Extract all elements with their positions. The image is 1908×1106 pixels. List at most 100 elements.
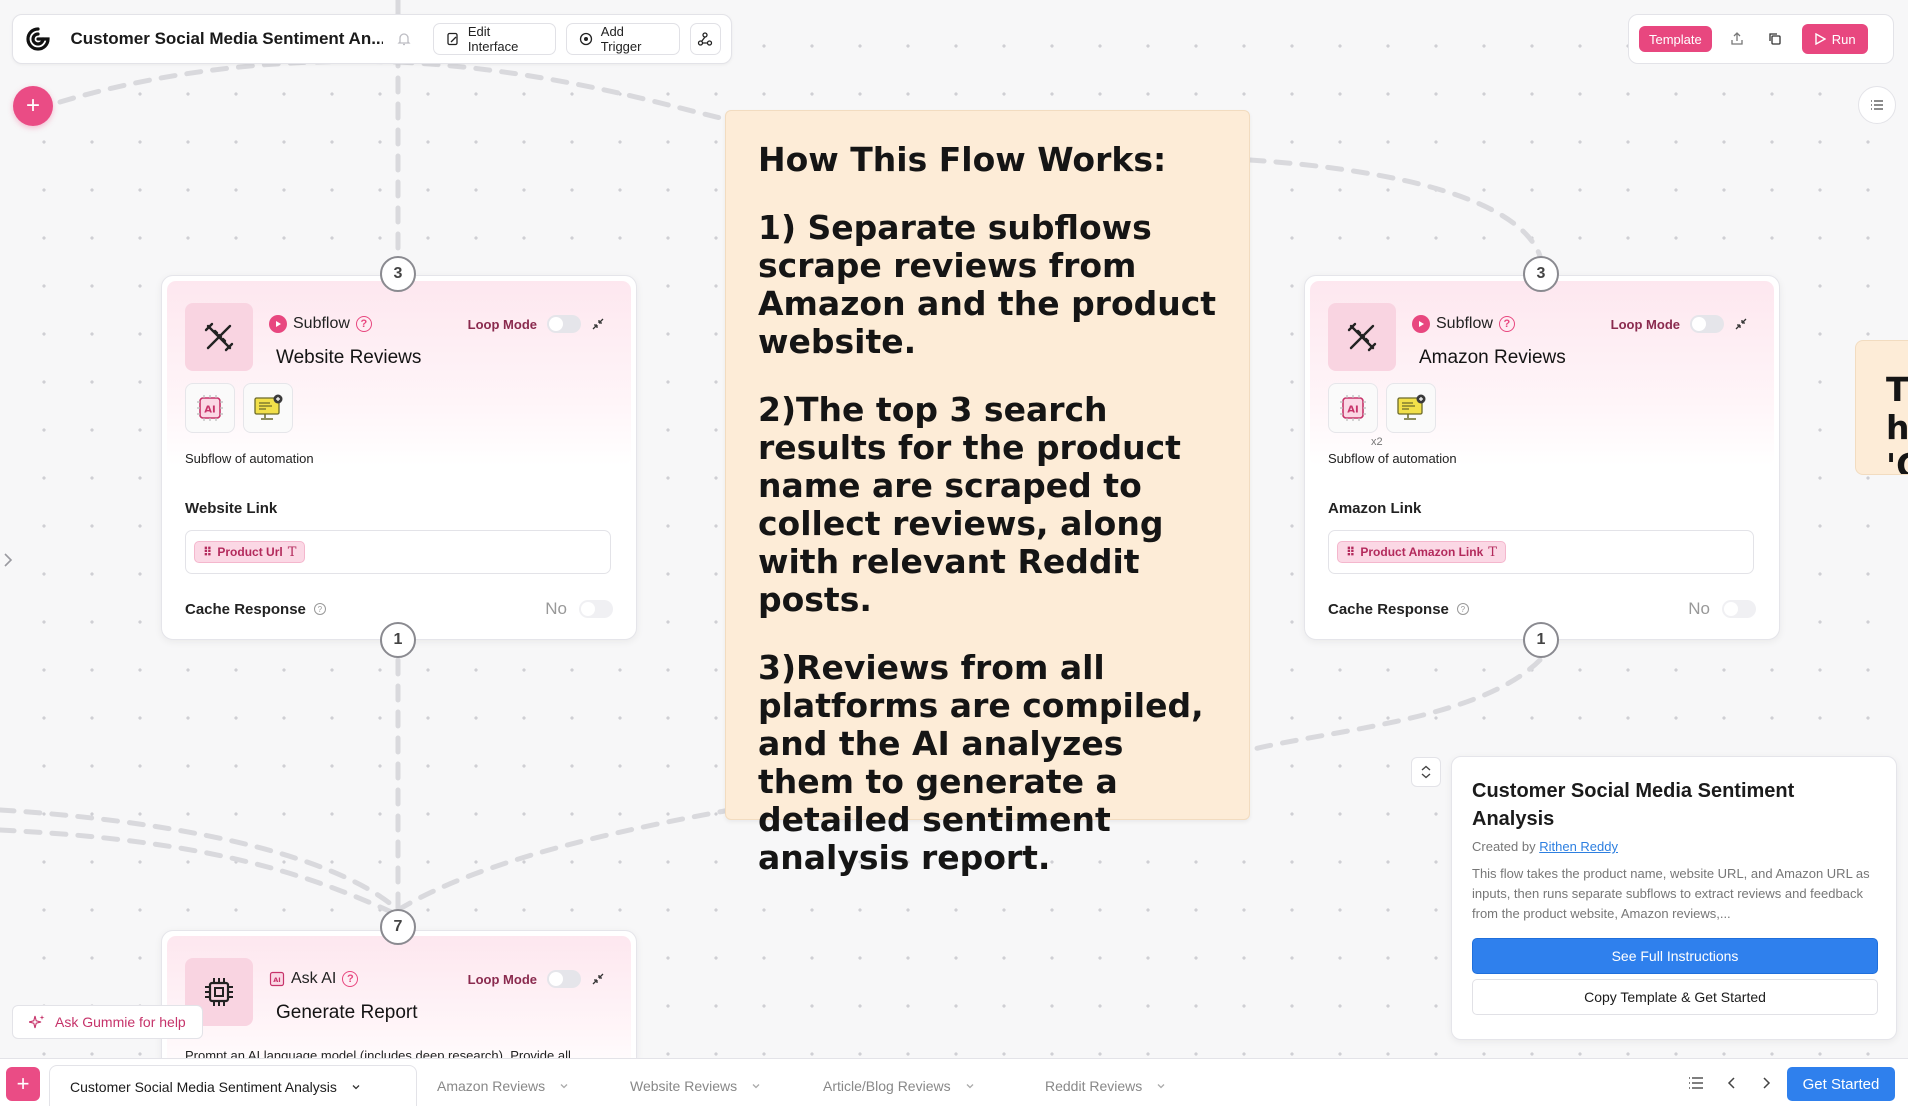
run-label: Run	[1831, 31, 1856, 47]
collapse-icon[interactable]	[1734, 317, 1748, 331]
edit-interface-button[interactable]: Edit Interface	[432, 23, 556, 55]
run-button[interactable]: Run	[1801, 24, 1868, 54]
node-kind-label: Ask AI	[291, 970, 337, 987]
node-name[interactable]: Website Reviews	[276, 347, 422, 368]
amazon-link-field[interactable]: ⠿ Product Amazon Link T	[1328, 530, 1754, 574]
add-tab-button[interactable]: +	[6, 1067, 40, 1101]
author-link[interactable]: Rithen Reddy	[1539, 839, 1618, 854]
website-reviews-node[interactable]: Subflow ? Loop Mode Website Reviews AI S…	[161, 275, 637, 640]
bell-icon[interactable]	[393, 28, 415, 50]
tab-customer-social-media-sentiment-analysis[interactable]: Customer Social Media Sentiment Analysis	[49, 1065, 417, 1106]
expand-sidebar-chevron-icon[interactable]	[2, 550, 18, 570]
flow-title[interactable]: Customer Social Media Sentiment An...	[70, 29, 384, 48]
flow-explanation-note[interactable]: How This Flow Works: 1) Separate subflow…	[725, 110, 1250, 877]
cache-response-toggle[interactable]	[579, 600, 613, 618]
ai-chip-icon[interactable]: AI x2	[1328, 383, 1383, 448]
ai-chip-icon[interactable]: AI	[185, 383, 235, 433]
computer-screen-icon[interactable]	[243, 383, 293, 433]
loop-mode-label: Loop Mode	[1610, 316, 1680, 332]
note-step-3: 3)Reviews from all platforms are compile…	[758, 648, 1204, 877]
chevron-down-icon[interactable]	[965, 1081, 975, 1091]
tool-count: x2	[1371, 436, 1383, 448]
loop-mode-toggle[interactable]	[547, 970, 581, 988]
template-badge[interactable]: Template	[1639, 26, 1712, 52]
app-logo-icon[interactable]	[23, 24, 53, 54]
loop-mode-toggle[interactable]	[1690, 315, 1724, 333]
webhook-button[interactable]	[689, 23, 721, 55]
chip-label: Product Amazon Link	[1360, 545, 1484, 559]
info-icon[interactable]: ?	[313, 603, 326, 615]
svg-text:AI: AI	[1347, 405, 1358, 416]
next-tab-icon[interactable]	[1756, 1073, 1776, 1093]
help-icon[interactable]: ?	[355, 316, 372, 332]
ai-badge-icon: AI	[269, 971, 285, 987]
play-icon	[1814, 33, 1826, 45]
note-step-1: 1) Separate subflows scrape reviews from…	[758, 208, 1217, 361]
input-port[interactable]: 3	[380, 256, 416, 292]
list-view-icon[interactable]	[1858, 86, 1896, 124]
loop-mode-label: Loop Mode	[467, 971, 537, 987]
edit-interface-label: Edit Interface	[467, 24, 519, 54]
node-kind: Subflow ?	[269, 315, 372, 333]
collapse-icon[interactable]	[591, 972, 605, 986]
template-info-panel: Customer Social Media Sentiment Analysis…	[1451, 756, 1897, 1040]
top-right-actions: Template Run	[1628, 14, 1894, 64]
node-kind: AI Ask AI ?	[269, 970, 359, 988]
drag-handle-icon: ⠿	[203, 545, 213, 559]
template-description: This flow takes the product name, websit…	[1472, 866, 1870, 921]
node-name[interactable]: Amazon Reviews	[1419, 347, 1566, 368]
input-port[interactable]: 3	[1523, 256, 1559, 292]
ask-gummie-label: Ask Gummie for help	[55, 1014, 186, 1030]
see-full-instructions-button[interactable]: See Full Instructions	[1472, 938, 1878, 974]
tab-amazon-reviews[interactable]: Amazon Reviews	[417, 1065, 589, 1106]
help-icon[interactable]: ?	[342, 971, 359, 987]
info-icon[interactable]: ?	[1456, 603, 1469, 615]
output-port[interactable]: 1	[380, 622, 416, 658]
loop-mode-toggle[interactable]	[547, 315, 581, 333]
product-amazon-link-variable-chip[interactable]: ⠿ Product Amazon Link T	[1337, 541, 1506, 563]
chevron-down-icon[interactable]	[751, 1081, 761, 1091]
drag-handle-icon: ⠿	[1346, 545, 1356, 559]
output-port[interactable]: 1	[1523, 622, 1559, 658]
partial-note[interactable]: T h 'C	[1855, 340, 1908, 475]
add-trigger-button[interactable]: Add Trigger	[565, 23, 680, 55]
website-link-field[interactable]: ⠿ Product Url T	[185, 530, 611, 574]
help-icon[interactable]: ?	[1498, 316, 1515, 332]
ask-gummie-button[interactable]: Ask Gummie for help	[12, 1005, 203, 1039]
node-name[interactable]: Generate Report	[276, 1002, 418, 1023]
svg-text:AI: AI	[273, 976, 280, 984]
tab-reddit-reviews[interactable]: Reddit Reviews	[1025, 1065, 1186, 1106]
collapse-panel-button[interactable]	[1411, 757, 1441, 787]
cache-response-toggle[interactable]	[1722, 600, 1756, 618]
tab-article-blog-reviews[interactable]: Article/Blog Reviews	[803, 1065, 995, 1106]
chevron-down-icon[interactable]	[351, 1082, 361, 1092]
get-started-button[interactable]: Get Started	[1787, 1067, 1895, 1101]
computer-screen-icon[interactable]	[1386, 383, 1436, 433]
product-url-variable-chip[interactable]: ⠿ Product Url T	[194, 541, 306, 563]
add-trigger-label: Add Trigger	[600, 24, 642, 54]
created-by: Created by Rithen Reddy	[1472, 839, 1876, 854]
cache-response-value: No	[545, 599, 567, 618]
share-icon[interactable]	[1724, 26, 1750, 52]
add-node-button[interactable]: +	[13, 86, 53, 126]
amazon-link-label: Amazon Link	[1328, 500, 1422, 517]
node-kind-label: Subflow	[1436, 315, 1493, 332]
partial-note-line: T	[1886, 370, 1908, 409]
duplicate-icon[interactable]	[1762, 26, 1788, 52]
node-description: Subflow of automation	[1328, 451, 1457, 466]
tab-list-icon[interactable]	[1686, 1073, 1706, 1093]
amazon-reviews-node[interactable]: Subflow ? Loop Mode Amazon Reviews AI x2…	[1304, 275, 1780, 640]
collapse-icon[interactable]	[591, 317, 605, 331]
tab-label: Amazon Reviews	[437, 1078, 546, 1094]
note-step-2: 2)The top 3 search results for the produ…	[758, 390, 1181, 619]
tab-website-reviews[interactable]: Website Reviews	[610, 1065, 781, 1106]
generate-report-node[interactable]: AI Ask AI ? Loop Mode Generate Report Pr…	[161, 930, 637, 1070]
trigger-icon	[579, 32, 593, 46]
chevron-down-icon[interactable]	[559, 1081, 569, 1091]
loop-mode: Loop Mode	[1611, 315, 1748, 333]
input-port[interactable]: 7	[380, 909, 416, 945]
cache-response-label: Cache Response	[185, 600, 306, 618]
copy-template-button[interactable]: Copy Template & Get Started	[1472, 979, 1878, 1015]
previous-tab-icon[interactable]	[1722, 1073, 1742, 1093]
chevron-down-icon[interactable]	[1156, 1081, 1166, 1091]
